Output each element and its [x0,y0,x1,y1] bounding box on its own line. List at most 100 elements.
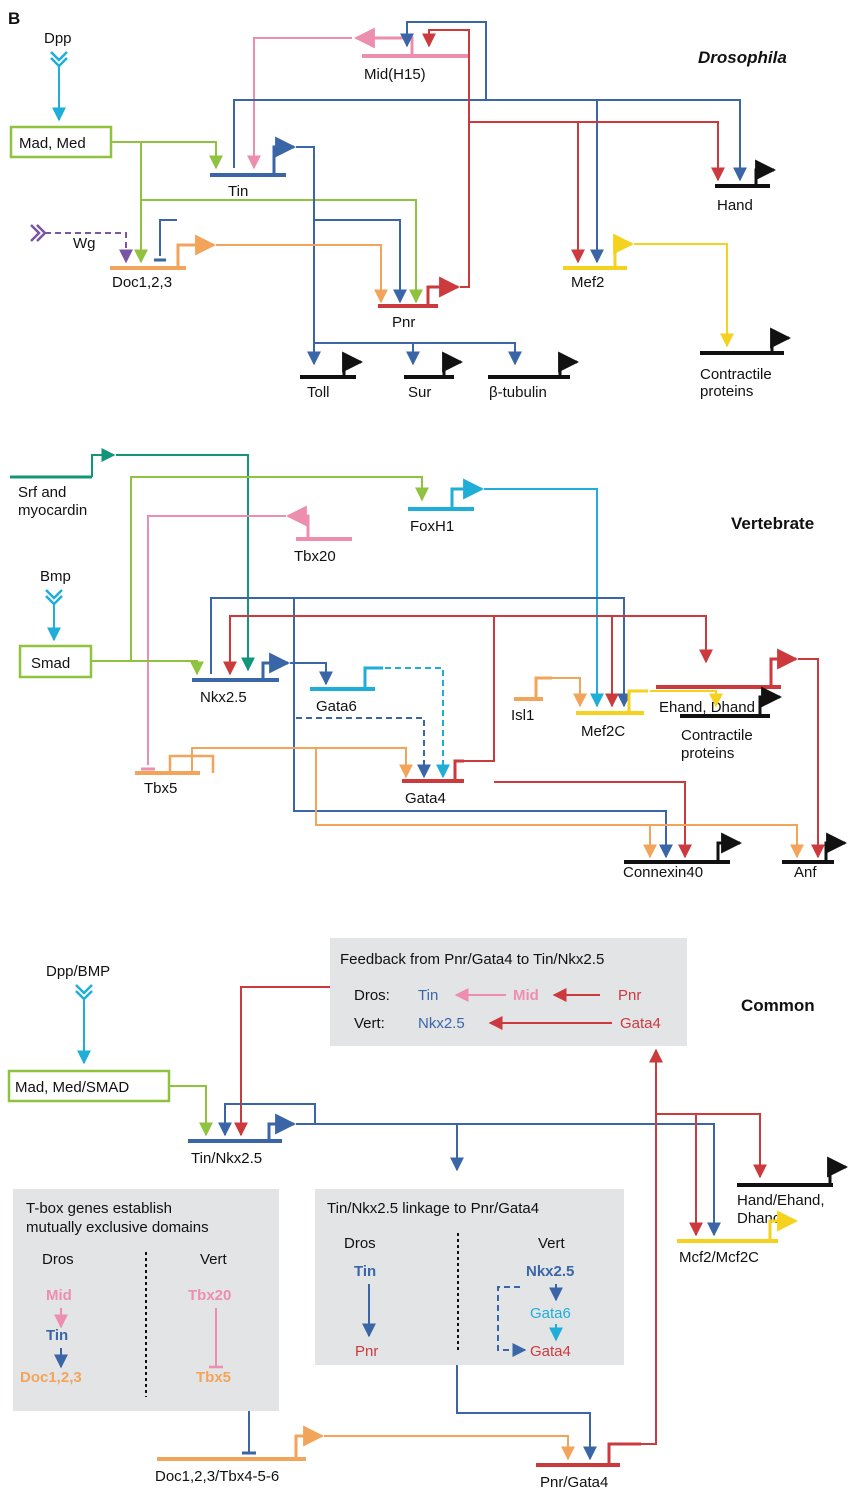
linkage-tin: Tin [354,1263,376,1280]
tbx20-inhibits-tbx5 [141,515,286,771]
linkage-nkx-to-gata4-dashed [497,1286,527,1357]
tinnkx-label: Tin/Nkx2.5 [191,1150,262,1167]
mid-to-tin [247,37,352,170]
isl1-to-mef2c [552,677,587,708]
tbx5-label: Tbx5 [144,780,177,797]
foxh1-gene [408,478,485,511]
mad-med-label: Mad, Med [19,135,86,152]
doctbx-gene [157,1425,325,1461]
tbox-mid: Mid [46,1287,72,1304]
smad-box [18,644,93,679]
feedback-vert-gata4: Gata4 [620,1015,661,1032]
mef2-to-contractile [634,243,734,348]
hand-common-label-2: Dhand [737,1210,781,1227]
anf-gene [782,832,848,864]
dppbmp-ligand-icon [75,984,93,1001]
srf-to-nkx [116,454,255,672]
btub-label: β-tubulin [489,384,547,401]
toll-label: Toll [307,384,330,401]
gata4-label: Gata4 [405,790,446,807]
srf-label-2: myocardin [18,502,87,519]
pnr-edges [469,121,725,264]
wg-arrow [45,232,133,264]
madsmad-box [7,1069,171,1103]
tinnkx-autoreg [218,1103,316,1137]
mad-med-edges [111,141,423,304]
linkage-nkx: Nkx2.5 [526,1263,574,1280]
foxh1-label: FoxH1 [410,518,454,535]
linkage-dros: Dros [344,1235,376,1252]
feedback-box [330,938,687,1046]
feedback-title: Feedback from Pnr/Gata4 to Tin/Nkx2.5 [340,951,604,968]
mef2c-gene [576,689,648,715]
tin-gene [210,136,297,177]
foxh1-to-mef2c [484,488,604,708]
smad-edges [91,476,429,676]
feedback-dros-pnr: Pnr [618,987,641,1004]
isl1-label: Isl1 [511,707,534,724]
mef2c-label: Mef2C [581,723,625,740]
gata6-label: Gata6 [316,698,357,715]
mcf2-label: Mcf2/Mcf2C [679,1249,759,1266]
hand-gene [715,159,777,188]
pnrgata-label: Pnr/Gata4 [540,1474,608,1491]
btub-gene [488,351,580,379]
linkage-gata4: Gata4 [530,1343,571,1360]
ehand-to-anf [798,658,825,859]
tbox-title-1: T-box genes establish [26,1200,172,1217]
bmp-ligand-icon [45,589,63,606]
panel-label: B [8,9,20,28]
nkx-edges [210,597,673,859]
sur-label: Sur [408,384,431,401]
mid-gene [353,27,468,58]
pnr-gene [378,276,461,308]
section-title-vertebrate: Vertebrate [731,514,814,533]
contractile-vert-label-2: proteins [681,745,734,762]
dppbmp-label: Dpp/BMP [46,963,110,980]
mef2c-to-contractile [650,690,723,708]
srf-label-1: Srf and [18,484,66,501]
section-title-drosophila: Drosophila [698,48,787,67]
doc-to-pnr [216,244,388,304]
wg-ligand-icon [30,224,47,242]
wg-label: Wg [73,235,96,252]
tbox-vert: Vert [200,1251,228,1268]
contractile-label-2: proteins [700,383,753,400]
hand-common-gene [737,1156,849,1187]
doctbx-to-pnrgata [324,1435,575,1461]
doc-label: Doc1,2,3 [112,274,172,291]
pnrgata-edges [641,1048,767,1445]
isl1-gene [514,676,552,701]
doc-gene [110,234,217,270]
tbox-tin: Tin [46,1327,68,1344]
sur-gene [404,351,464,379]
linkage-gata6: Gata6 [530,1305,571,1322]
tbx5-edges [191,747,804,859]
contractile-gene-vert [680,686,783,718]
tin-edges [233,21,747,366]
tin-inhibits-doc [154,219,177,262]
gata4-edges [223,615,713,859]
feedback-vert-label: Vert: [354,1015,385,1032]
nkx-to-gata4-dashed [296,717,431,779]
feedback-vert-nkx: Nkx2.5 [418,1015,465,1032]
tbox-tbx20-inhibits-tbx5 [209,1308,223,1369]
section-title-common: Common [741,996,815,1015]
linkage-vert: Vert [538,1235,566,1252]
tinnkx-gene [188,1113,297,1143]
feedback-dros-mid: Mid [513,987,539,1004]
mef2-gene [563,233,635,270]
ehand-gene [656,648,799,689]
srf-gene [10,448,116,479]
hand-common-label-1: Hand/Ehand, [737,1192,825,1209]
ehand-label: Ehand, Dhand [659,699,755,716]
mef2-label: Mef2 [571,274,604,291]
nkx-gene [192,652,291,682]
linkage-title: Tin/Nkx2.5 linkage to Pnr/Gata4 [327,1200,539,1217]
toll-gene [300,351,364,379]
madsmad-to-tin [169,1085,213,1137]
anf-label: Anf [794,864,817,881]
linkage-pnr: Pnr [355,1343,378,1360]
tbox-tbx20: Tbx20 [188,1287,231,1304]
